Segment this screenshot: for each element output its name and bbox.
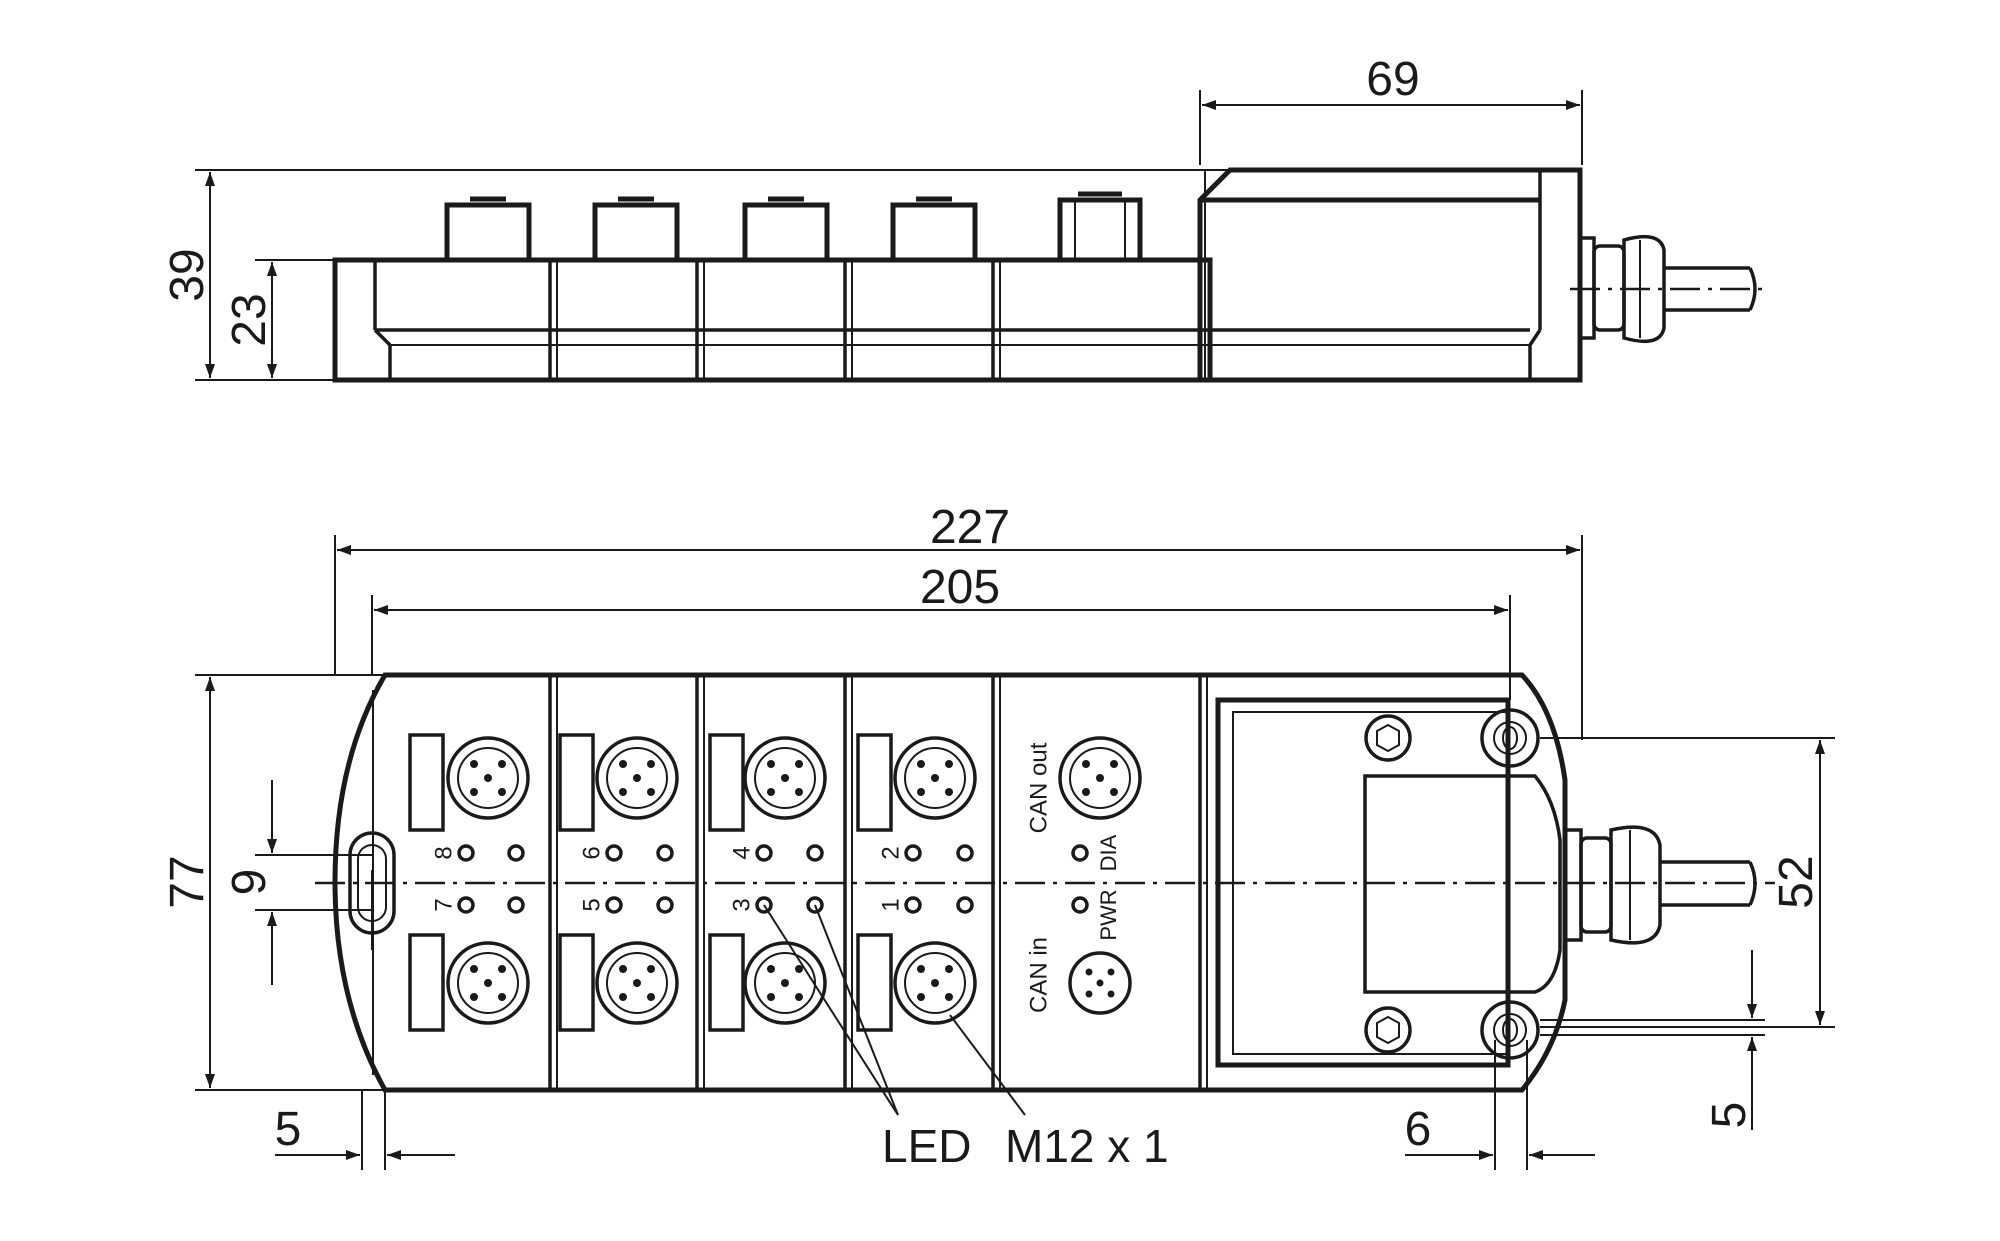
side-housing bbox=[1197, 167, 1583, 383]
callout-leaders bbox=[763, 904, 1026, 1116]
dim-label-77: 77 bbox=[161, 855, 214, 908]
dim-label-39: 39 bbox=[161, 248, 214, 301]
dim-label-227: 227 bbox=[930, 501, 1010, 554]
dim-hole-spacing: 52 bbox=[1540, 737, 1835, 1028]
port-label-5: 5 bbox=[578, 898, 605, 911]
dim-label-6: 6 bbox=[1405, 1103, 1432, 1156]
dim-label-5-left: 5 bbox=[275, 1103, 302, 1156]
port-label-4: 4 bbox=[728, 846, 755, 859]
side-connectors bbox=[444, 191, 1143, 263]
dim-edge-bottom: 5 bbox=[1540, 950, 1765, 1130]
port-label-6: 6 bbox=[578, 846, 605, 859]
side-segment-lines bbox=[548, 260, 1001, 380]
dim-side-height-body: 23 bbox=[223, 259, 335, 378]
dim-length-body: 205 bbox=[371, 561, 1511, 700]
label-pwr: PWR bbox=[1096, 889, 1121, 940]
port-label-8: 8 bbox=[430, 846, 457, 859]
label-windows bbox=[408, 733, 893, 1032]
label-can-in: CAN in bbox=[1025, 937, 1052, 1013]
callout-m12: M12 x 1 bbox=[1005, 1120, 1169, 1172]
top-cable-gland bbox=[1563, 825, 1757, 945]
callout-led: LED bbox=[882, 1120, 971, 1172]
dim-side-height-total: 39 bbox=[161, 169, 1230, 381]
dim-edge-right: 6 bbox=[1405, 1040, 1595, 1170]
top-outline bbox=[332, 672, 1568, 1093]
dim-width-overall: 77 bbox=[161, 674, 385, 1091]
dim-length-overall: 227 bbox=[334, 501, 1583, 740]
label-dia: DIA bbox=[1096, 834, 1121, 871]
port-label-3: 3 bbox=[728, 898, 755, 911]
dim-label-52: 52 bbox=[1770, 855, 1823, 908]
top-view: 8 7 6 5 4 3 2 1 CAN out CAN in DIA PWR bbox=[161, 501, 1835, 1172]
dim-label-69: 69 bbox=[1366, 53, 1419, 106]
dim-slot-height: 9 bbox=[223, 780, 372, 985]
dim-label-23: 23 bbox=[223, 293, 276, 346]
label-can-out: CAN out bbox=[1025, 742, 1052, 833]
port-label-2: 2 bbox=[877, 846, 904, 859]
dim-label-5-right: 5 bbox=[1703, 1102, 1756, 1129]
dim-label-9: 9 bbox=[223, 869, 276, 896]
port-label-1: 1 bbox=[877, 898, 904, 911]
dim-side-top-width: 69 bbox=[1199, 53, 1583, 165]
side-view: 69 39 23 bbox=[161, 53, 1770, 383]
port-label-7: 7 bbox=[430, 898, 457, 911]
side-cable-gland bbox=[1570, 234, 1770, 344]
dim-label-205: 205 bbox=[920, 561, 1000, 614]
dim-edge-left: 5 bbox=[275, 1090, 455, 1170]
side-body bbox=[332, 257, 1213, 383]
